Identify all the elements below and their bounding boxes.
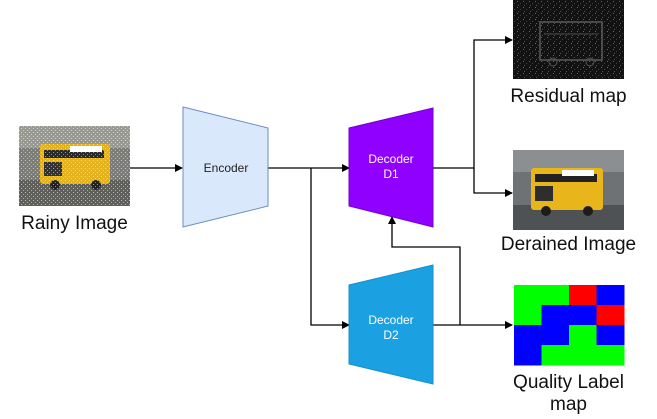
quality-grid-cell bbox=[514, 345, 542, 366]
quality-grid-cell bbox=[596, 285, 625, 306]
quality-grid-cell bbox=[596, 305, 625, 326]
derained-image-thumbnail bbox=[513, 150, 624, 230]
decoder-d1-label-line1: Decoder bbox=[368, 152, 413, 166]
rainy-image-thumbnail bbox=[19, 126, 130, 206]
decoder-d1-block bbox=[348, 107, 434, 228]
arrow-d1-to-residual bbox=[433, 36, 513, 169]
decoder-d2-label-line1: Decoder bbox=[368, 313, 413, 327]
quality-grid-cell bbox=[569, 345, 597, 366]
quality-grid-cell bbox=[569, 305, 597, 326]
encoder-block bbox=[182, 106, 269, 228]
decoder-d1-label-line2: D1 bbox=[383, 167, 399, 181]
quality-grid-cell bbox=[514, 325, 542, 346]
quality-label-map-line1: Quality Label bbox=[513, 372, 624, 393]
derained-image-label: Derained Image bbox=[500, 234, 637, 255]
quality-grid-cell bbox=[569, 325, 597, 346]
arrow-d1-to-derained bbox=[473, 168, 513, 197]
quality-label-grid bbox=[514, 285, 625, 366]
arrow-quality-feedback-to-d1 bbox=[388, 216, 461, 325]
quality-grid-cell bbox=[596, 345, 625, 366]
quality-grid-cell bbox=[514, 285, 542, 306]
quality-grid-cell bbox=[541, 325, 570, 346]
encoder-label: Encoder bbox=[204, 161, 249, 175]
residual-map-thumbnail bbox=[513, 0, 624, 79]
quality-grid-cell bbox=[541, 285, 570, 306]
quality-grid-cell bbox=[596, 325, 625, 346]
quality-grid-cell bbox=[541, 345, 570, 366]
decoder-d2-label-line2: D2 bbox=[383, 328, 399, 342]
residual-map-label: Residual map bbox=[510, 86, 627, 107]
quality-label-map-line2: map bbox=[550, 394, 587, 415]
decoder-d2-block bbox=[348, 264, 434, 385]
quality-grid-cell bbox=[514, 305, 542, 326]
connectors bbox=[130, 36, 513, 329]
arrow-encoder-to-d2 bbox=[310, 168, 350, 329]
quality-grid-cell bbox=[569, 285, 597, 306]
quality-grid-cell bbox=[541, 305, 570, 326]
rainy-image-label: Rainy Image bbox=[21, 213, 128, 234]
